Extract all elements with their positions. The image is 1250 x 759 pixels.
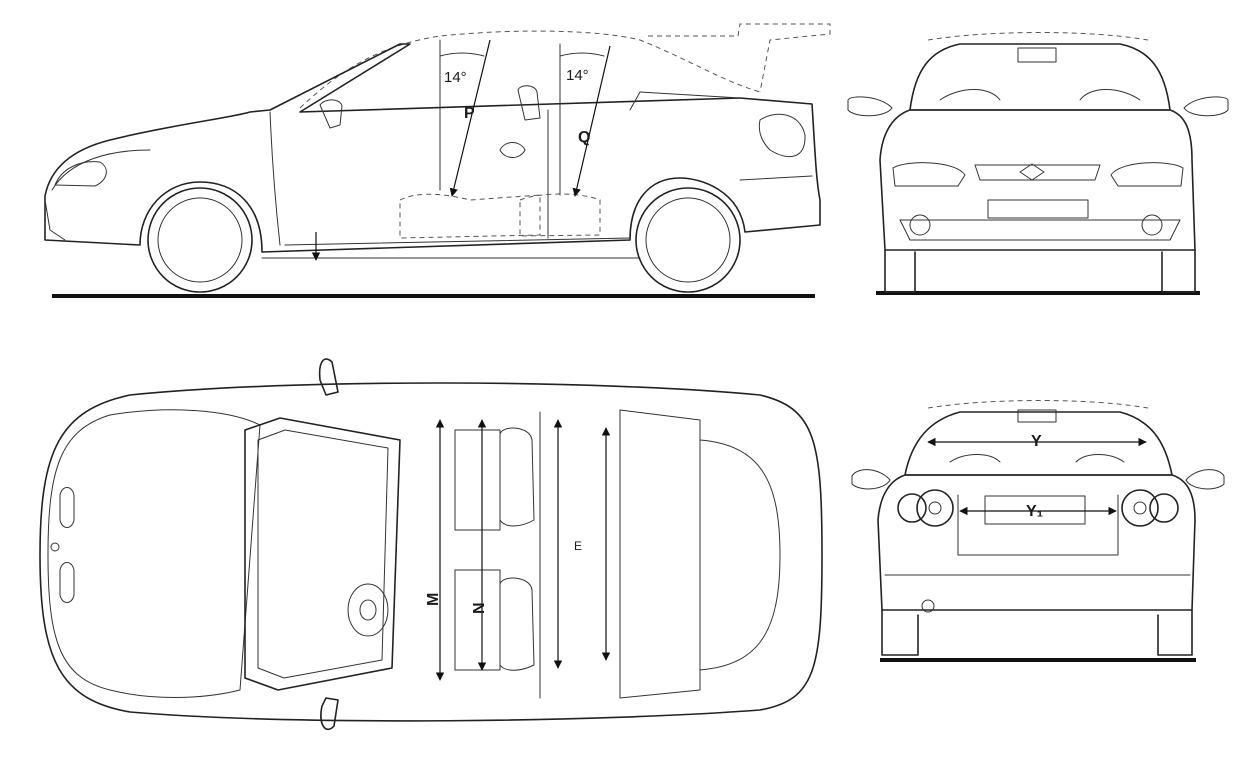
dim-n-label: N bbox=[471, 602, 488, 614]
dim-y1-label: Y₁ bbox=[1026, 503, 1044, 520]
rear-view: Y Y₁ bbox=[851, 400, 1225, 662]
side-view: 14° 14° P Q bbox=[44, 23, 831, 298]
front-view bbox=[847, 32, 1229, 295]
dim-y-label: Y bbox=[1031, 433, 1042, 450]
top-view: M N E bbox=[39, 358, 823, 731]
roof-angle-rear-label: 14° bbox=[566, 67, 589, 84]
roof-angle-front-label: 14° bbox=[444, 69, 467, 86]
dim-m-label: M bbox=[425, 593, 442, 606]
dim-q-label: Q bbox=[578, 129, 590, 146]
marker-e-label: E bbox=[574, 539, 582, 553]
dim-p-label: P bbox=[464, 105, 475, 122]
